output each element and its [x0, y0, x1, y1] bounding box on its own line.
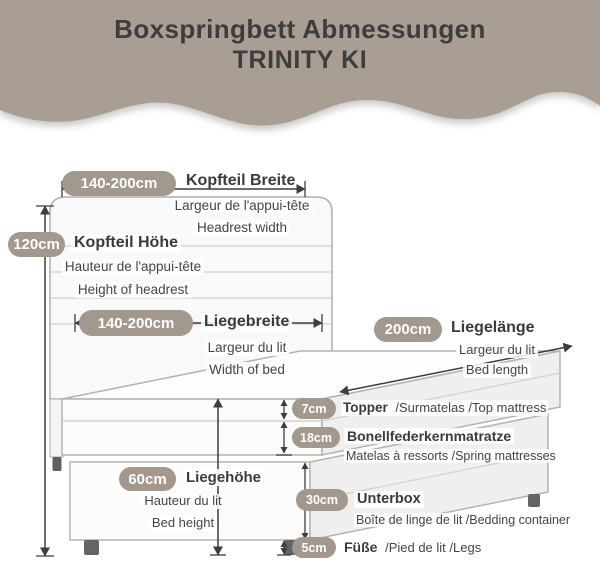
badge-headrest-height: 120cm — [8, 232, 65, 257]
label-mattress-de: Bonellfederkernmatratze — [344, 428, 515, 445]
title-line2: TRINITY KI — [232, 46, 368, 75]
dim-line-headrest-height — [36, 205, 54, 557]
label-mattress-rest: Matelas à ressorts /Spring mattresses — [344, 449, 558, 464]
badge-bed-width: 140-200cm — [79, 310, 193, 336]
label-bed-width-fr: Largeur du lit — [204, 340, 290, 356]
badge-underbox: 30cm — [296, 489, 348, 511]
label-underbox-de: Unterbox — [354, 491, 424, 508]
label-legs-de: Füße — [344, 539, 378, 555]
badge-topper: 7cm — [292, 398, 336, 419]
badge-bed-length: 200cm — [374, 317, 442, 342]
label-bed-width-en: Width of bed — [206, 362, 288, 378]
badge-bed-height: 60cm — [119, 467, 176, 491]
label-bed-length-en: Bed length — [462, 362, 532, 378]
dim-line-legs — [277, 540, 291, 556]
label-headrest-height-fr: Hauteur de l'appui-tête — [61, 259, 205, 275]
label-bed-width-de: Liegebreite — [201, 313, 293, 332]
bed-leg — [84, 540, 99, 555]
label-legs: Füße /Pied de lit /Legs — [342, 539, 484, 556]
label-topper-rest: /Surmatelas /Top mattress — [395, 400, 547, 415]
mattress-front-face — [61, 398, 323, 456]
label-underbox-rest: Boîte de linge de lit /Bedding container — [354, 513, 573, 528]
label-bed-height-de: Liegehöhe — [183, 469, 265, 487]
badge-mattress: 18cm — [292, 427, 340, 448]
dim-line-mattress — [276, 421, 292, 456]
label-bed-length-fr: Largeur du lit — [456, 342, 538, 358]
label-bed-length-de: Liegelänge — [448, 319, 538, 338]
label-headrest-width-en: Headrest width — [193, 220, 291, 236]
label-headrest-width-de: Kopfteil Breite — [186, 172, 296, 189]
label-headrest-height-en: Height of headrest — [74, 282, 192, 298]
header-wave — [0, 0, 600, 126]
headboard-side-post — [49, 398, 64, 458]
title-line1: Boxspringbett Abmessungen — [114, 14, 486, 44]
badge-legs: 5cm — [292, 537, 336, 558]
dimension-lines — [36, 181, 573, 557]
label-bed-height-fr: Hauteur du lit — [141, 493, 225, 509]
bed-leg — [52, 457, 62, 471]
page-title: Boxspringbett Abmessungen TRINITY KI — [0, 14, 600, 75]
badge-headrest-width: 140-200cm — [62, 171, 176, 196]
label-headrest-width-fr: Largeur de l'appui-tête — [171, 198, 313, 214]
label-bed-height-en: Bed height — [148, 515, 218, 531]
label-topper: Topper /Surmatelas /Top mattress — [341, 400, 549, 417]
label-topper-de: Topper — [343, 400, 388, 415]
label-legs-rest: /Pied de lit /Legs — [385, 540, 482, 555]
bed-leg — [528, 494, 540, 507]
label-headrest-height-de: Kopfteil Höhe — [71, 234, 181, 253]
